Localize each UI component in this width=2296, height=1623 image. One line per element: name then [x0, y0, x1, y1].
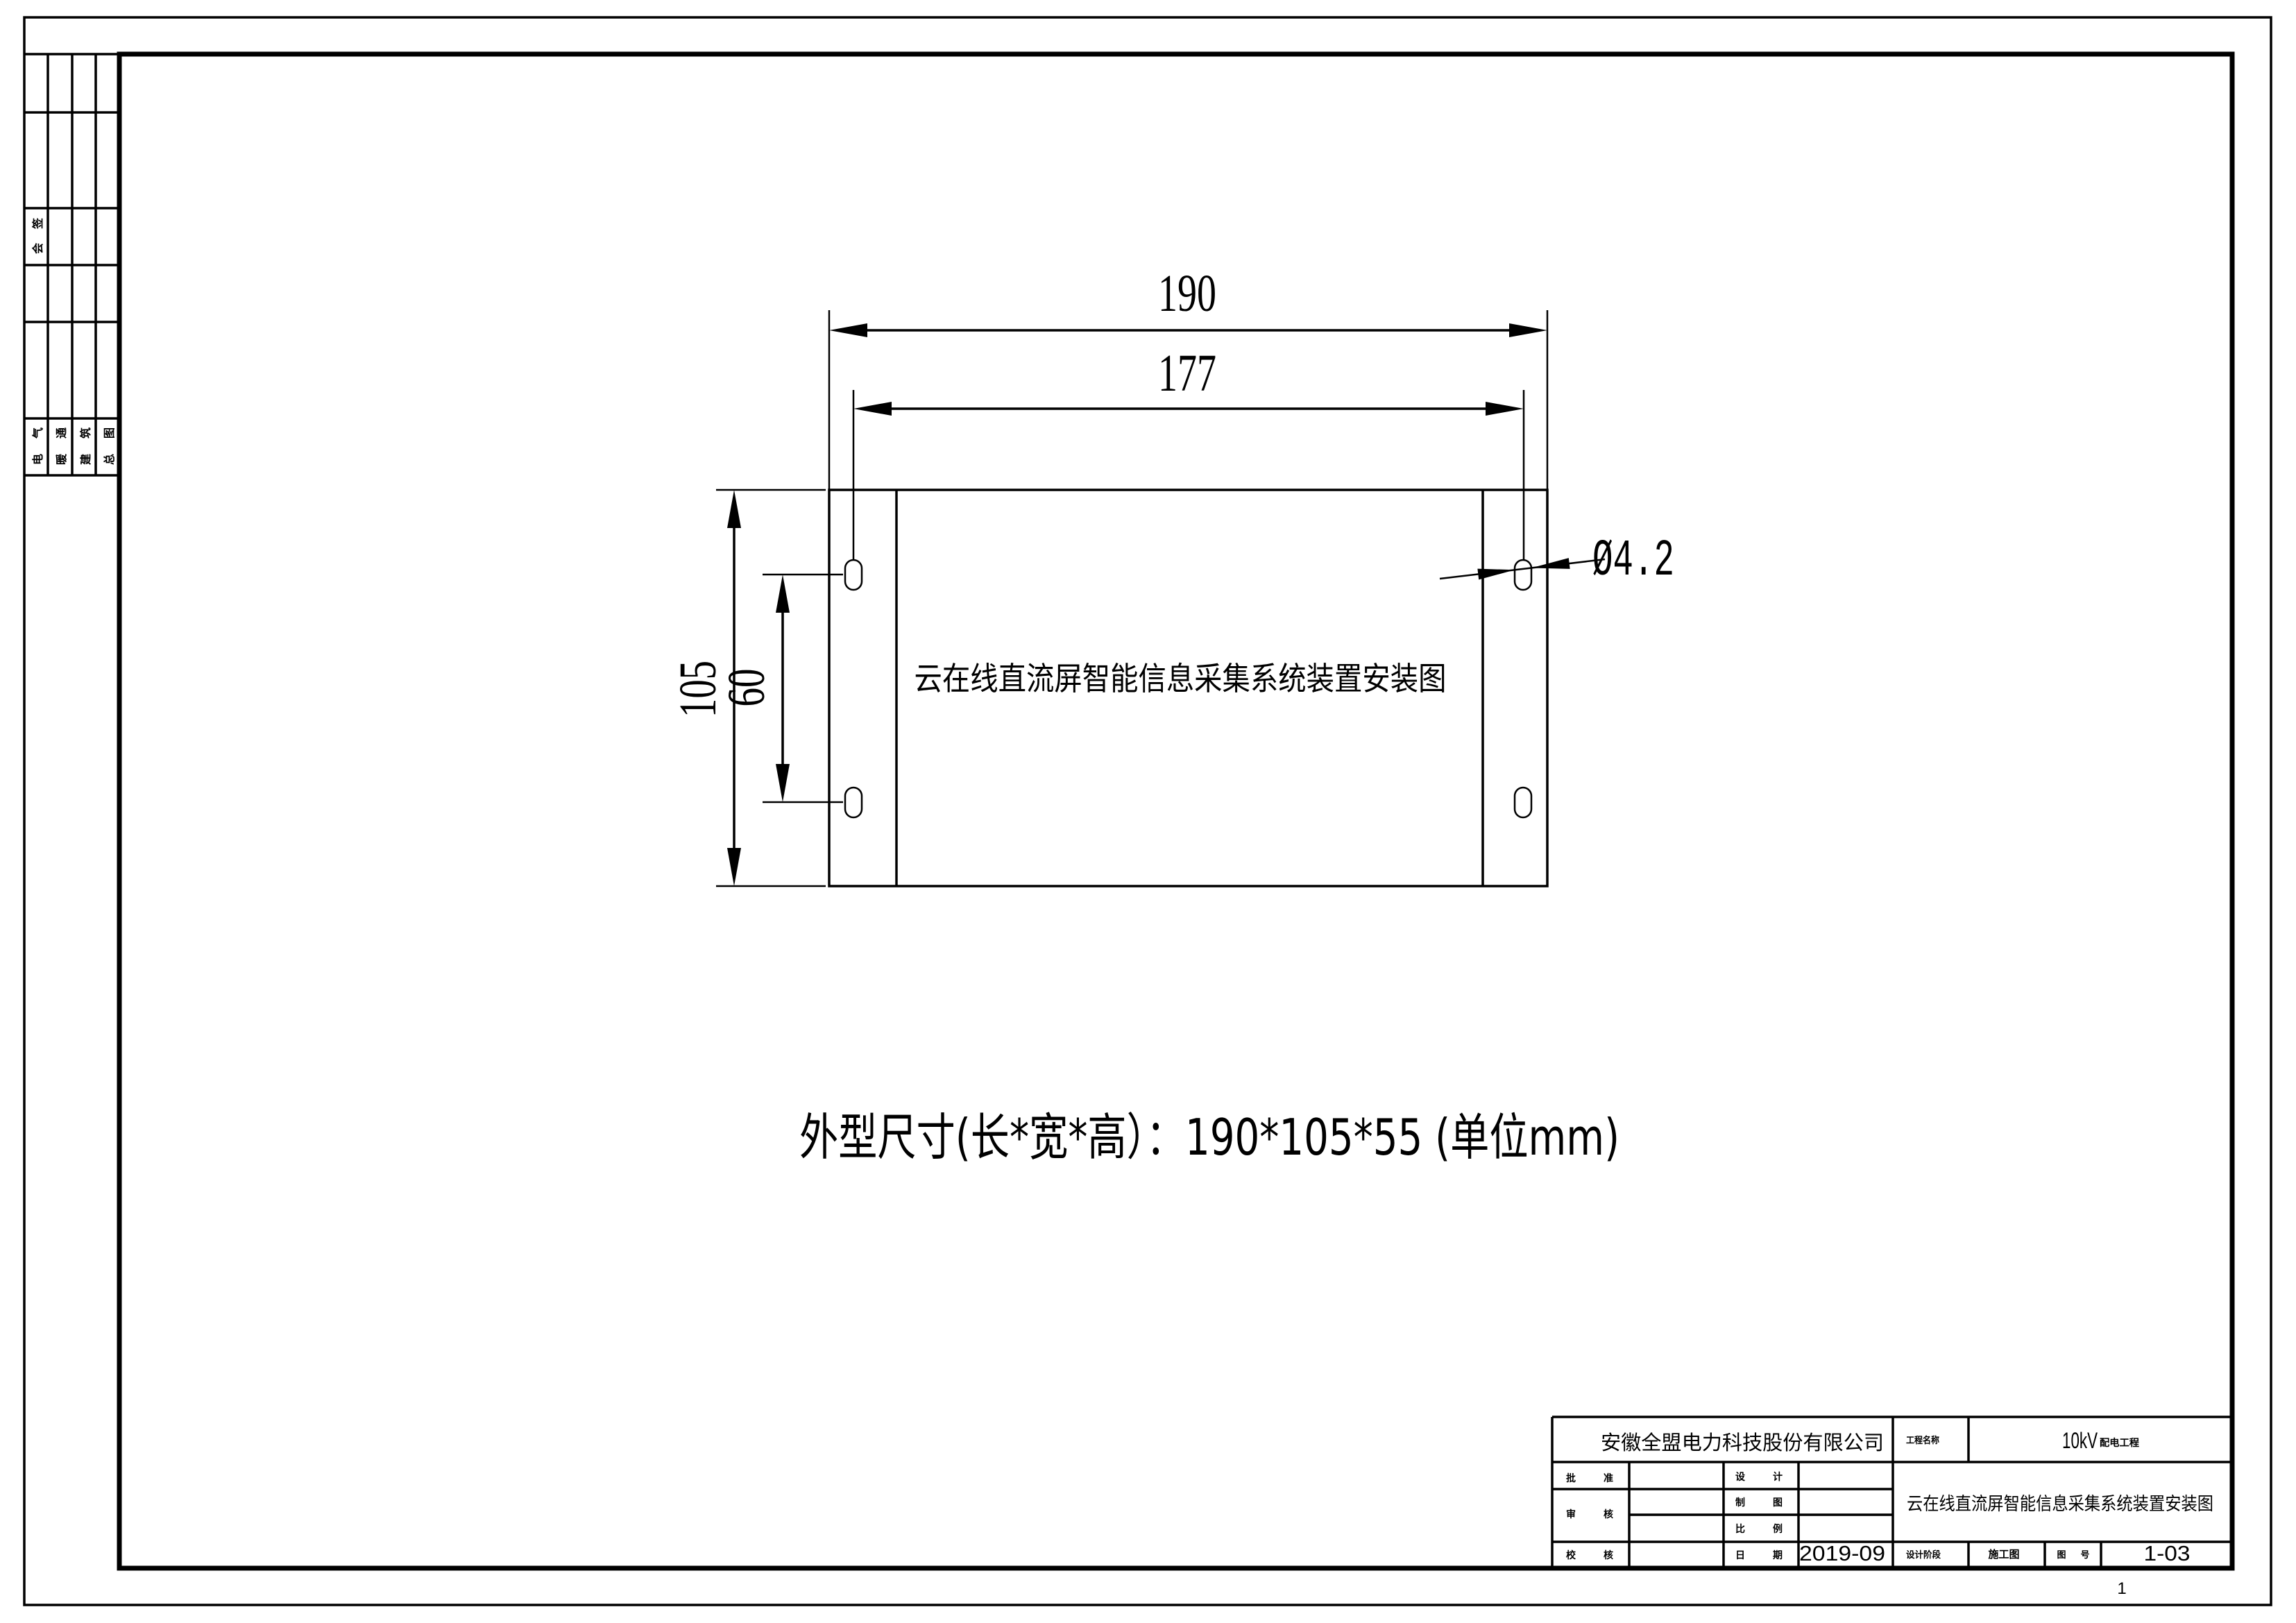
dimension-hole-spacing-length: 177 — [852, 344, 1525, 560]
check-label: 校 核 — [1566, 1549, 1613, 1561]
arrowhead-icon — [1509, 323, 1547, 337]
design-label: 设 计 — [1735, 1471, 1783, 1483]
dimension-text: 60 — [717, 669, 776, 707]
approve-label: 批 准 — [1566, 1472, 1613, 1484]
review-label: 审 核 — [1566, 1509, 1613, 1520]
arrowhead-icon — [776, 575, 790, 613]
overall-size-note: 外型尺寸(长*宽*高）：190*105*55 (单位mm) — [799, 1108, 1619, 1166]
hole-diameter-text: Ø4.2 — [1592, 532, 1674, 590]
arrowhead-icon — [1477, 568, 1515, 580]
device-body — [828, 488, 1549, 887]
outer-border — [23, 16, 2272, 1606]
device-outline: 云在线直流屏智能信息采集系统装置安装图 — [828, 488, 1549, 887]
dimension-hole-diameter: Ø4.2 — [1439, 532, 1674, 590]
dimension-overall-length: 190 — [828, 264, 1549, 490]
date-label: 日 期 — [1735, 1550, 1783, 1561]
device-label: 云在线直流屏智能信息采集系统装置安装图 — [915, 660, 1447, 697]
design-stage-value: 施工图 — [1989, 1548, 2020, 1561]
mounting-hole-icon — [844, 786, 863, 819]
drawing-title: 云在线直流屏智能信息采集系统装置安装图 — [1907, 1494, 2213, 1515]
page-number: 1 — [2117, 1579, 2126, 1598]
scale-label: 比 例 — [1735, 1523, 1783, 1535]
dimension-text: 190 — [1158, 264, 1216, 323]
arrowhead-icon — [776, 764, 790, 802]
drafting-label: 制 图 — [1735, 1497, 1783, 1509]
drawing-frame — [117, 51, 2235, 1571]
arrowhead-icon — [1486, 402, 1524, 416]
arrowhead-icon — [829, 323, 867, 337]
project-name-label: 工程名称 — [1906, 1435, 1939, 1446]
arrowhead-icon — [727, 490, 741, 528]
dimension-text: 105 — [669, 661, 727, 717]
design-stage-label: 设计阶段 — [1906, 1549, 1941, 1561]
dimension-overall-width: 105 — [669, 488, 826, 887]
arrowhead-icon — [1531, 558, 1570, 569]
dimension-text: 177 — [1158, 344, 1216, 402]
drawing-number-label: 图 号 — [2057, 1550, 2090, 1561]
company-name: 安徽全盟电力科技股份有限公司 — [1601, 1431, 1884, 1454]
project-name-type: 配电工程 — [2100, 1437, 2139, 1449]
arrowhead-icon — [853, 402, 892, 416]
mounting-hole-icon — [1513, 786, 1533, 819]
leader-line — [1439, 558, 1606, 580]
arrowhead-icon — [727, 848, 741, 886]
left-strip: 会签 电气 暖通 建筑 总图 — [24, 53, 119, 477]
drawing-number-value: 1-03 — [2144, 1541, 2191, 1565]
project-name-voltage: 10kV — [2062, 1428, 2098, 1453]
date-value: 2019-09 — [1799, 1541, 1885, 1565]
dimension-hole-spacing-width: 60 — [717, 573, 843, 804]
